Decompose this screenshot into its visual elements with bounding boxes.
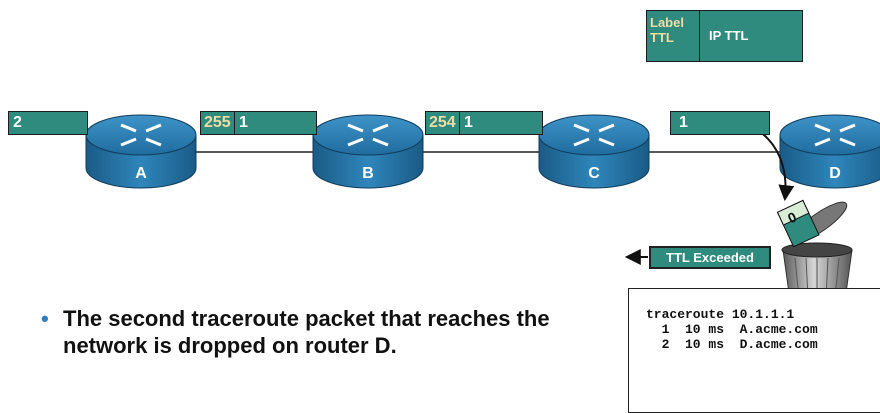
packet-2-ip-ttl: 1 (239, 114, 248, 131)
legend-divider (699, 11, 700, 61)
router-c-label: C (588, 165, 600, 182)
ttl-legend: Label TTL IP TTL (646, 10, 803, 62)
packet-3-ip-ttl: 1 (464, 114, 473, 131)
discarded-packet (776, 199, 820, 248)
terminal-line: traceroute 10.1.1.1 (646, 307, 795, 322)
trash-can-icon (776, 199, 853, 301)
router-b-icon (312, 114, 424, 189)
bullet-text: The second traceroute packet that reache… (63, 306, 550, 358)
terminal-line: 2 10 ms D.acme.com (646, 337, 818, 352)
packet-4: 1 (670, 111, 770, 135)
router-a-icon (85, 114, 197, 189)
packet-3-label-ttl: 254 (429, 114, 456, 131)
router-a-label: A (135, 165, 147, 182)
bullet-dot-icon: • (41, 306, 49, 331)
legend-label-ttl: Label TTL (650, 15, 684, 45)
network-diagram: 0 (85, 114, 880, 301)
packet-2-label-ttl: 255 (204, 114, 231, 131)
bullet-point: • The second traceroute packet that reac… (41, 305, 583, 359)
packet-1: 2 (8, 111, 88, 135)
terminal-line: 1 10 ms A.acme.com (646, 322, 818, 337)
router-c-icon (538, 114, 650, 189)
packet-1-ip-ttl: 2 (13, 114, 22, 131)
packet-4-ip-ttl: 1 (679, 114, 688, 131)
ttl-exceeded-box: TTL Exceeded (649, 246, 771, 269)
router-d-label: D (829, 165, 841, 182)
packet-3: 254 1 (425, 111, 543, 135)
packet-2: 255 1 (200, 111, 317, 135)
traceroute-output: traceroute 10.1.1.1 1 10 ms A.acme.com 2… (628, 288, 880, 413)
router-b-label: B (362, 165, 374, 182)
legend-ip-ttl: IP TTL (709, 28, 749, 43)
